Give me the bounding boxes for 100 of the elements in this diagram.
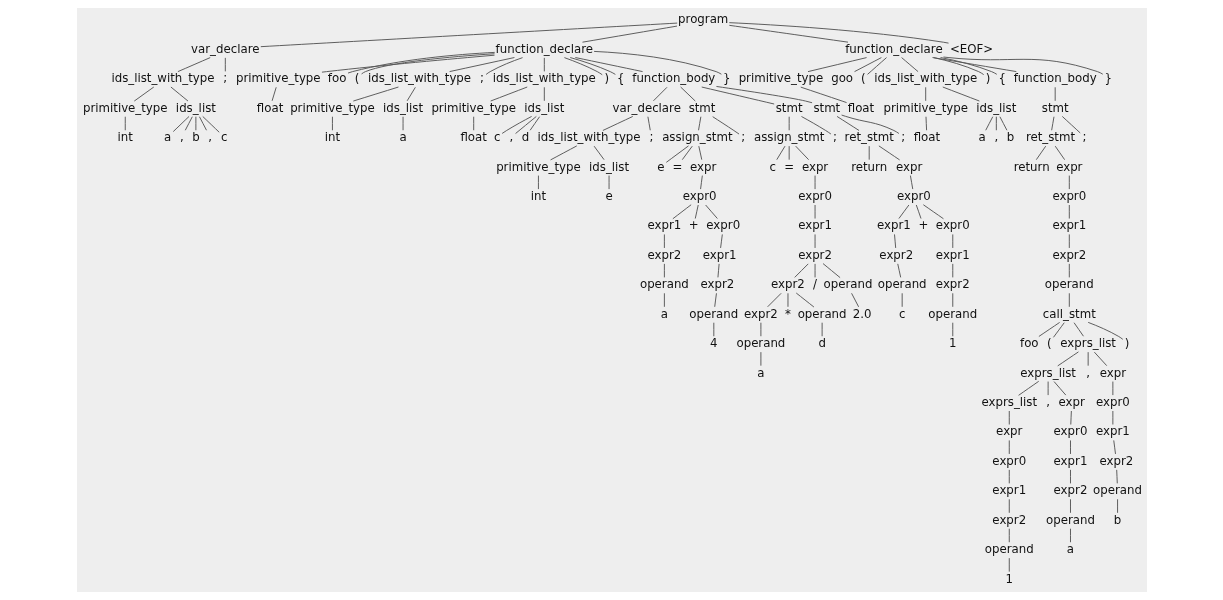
- connector: [176, 57, 211, 73]
- connector: [198, 116, 207, 131]
- connector: [472, 116, 474, 131]
- node-text: expr0: [1053, 424, 1087, 439]
- connector: [1017, 380, 1039, 396]
- node-text: ,: [1085, 365, 1090, 380]
- node-text: program: [677, 12, 728, 27]
- connector: [608, 175, 610, 190]
- connector: [814, 233, 815, 249]
- connector: [271, 86, 277, 102]
- connector: [941, 86, 980, 102]
- connector: [563, 57, 603, 76]
- node-text: expr0: [896, 188, 931, 203]
- node-text: return: [1013, 159, 1050, 174]
- connector: [822, 263, 841, 279]
- connector: [713, 292, 717, 308]
- node-text: a: [163, 130, 171, 145]
- node-text: +: [917, 218, 928, 233]
- connector: [1068, 175, 1070, 190]
- node-text: stmt: [1041, 100, 1069, 115]
- connector: [1069, 528, 1071, 543]
- node-text: (: [860, 71, 866, 86]
- connector: [896, 263, 901, 278]
- connector: [794, 145, 809, 161]
- node-text: expr1: [876, 218, 911, 233]
- connector: [788, 116, 790, 131]
- connector: [922, 204, 944, 220]
- node-text: expr2: [699, 277, 734, 292]
- node-text: primitive_type: [430, 100, 516, 115]
- connector: [360, 53, 495, 75]
- connector: [694, 204, 699, 219]
- connector: [795, 292, 814, 308]
- connector: [787, 292, 788, 308]
- connector: [679, 86, 696, 102]
- connector: [711, 116, 739, 135]
- connector: [194, 116, 196, 131]
- connector: [995, 116, 997, 131]
- connector: [1069, 410, 1072, 425]
- connector: [514, 116, 537, 134]
- connector: [224, 57, 226, 72]
- node-text: expr2: [770, 277, 805, 292]
- node-text: float: [256, 100, 283, 115]
- node-text: primitive_type: [289, 100, 375, 115]
- node-text: primitive_type: [82, 100, 168, 115]
- node-text: primitive_type: [235, 71, 321, 86]
- connector: [788, 145, 790, 161]
- connector: [663, 292, 665, 308]
- connector: [897, 204, 909, 219]
- node-text: var_declare: [190, 41, 259, 56]
- node-text: operand: [1044, 277, 1094, 292]
- node-text: =: [671, 159, 682, 174]
- node-text: foo: [1019, 336, 1039, 351]
- node-text: d: [817, 336, 826, 351]
- connector: [814, 204, 815, 219]
- connector: [939, 57, 997, 75]
- node-text: stmt: [812, 100, 840, 115]
- connector: [1115, 469, 1118, 484]
- node-text: expr0: [682, 188, 717, 203]
- node-text: float: [459, 130, 487, 145]
- connector: [900, 57, 919, 73]
- connector: [1035, 145, 1046, 161]
- node-text: function_declare: [844, 41, 943, 56]
- connector: [663, 263, 665, 278]
- node-text: expr0: [991, 453, 1026, 468]
- connector: [574, 57, 643, 73]
- node-text: operand: [1045, 512, 1095, 527]
- connector: [793, 263, 809, 278]
- node-text: expr2: [743, 306, 778, 321]
- connector: [581, 25, 677, 43]
- node-text: stmt: [688, 100, 715, 115]
- connector: [1052, 322, 1065, 338]
- connector: [1069, 498, 1071, 514]
- connector: [821, 322, 823, 337]
- node-text: expr1: [1095, 424, 1130, 439]
- connector: [352, 86, 399, 102]
- connector: [184, 116, 193, 131]
- node-text: stmt: [775, 100, 803, 115]
- connector: [1054, 86, 1056, 102]
- node-text: c: [220, 130, 227, 145]
- connector: [549, 145, 577, 161]
- node-text: expr0: [935, 218, 970, 233]
- node-text: primitive_type: [738, 71, 823, 86]
- connector: [759, 322, 761, 337]
- node-text: ;: [900, 130, 905, 145]
- connector: [1087, 351, 1089, 367]
- node-text: {: [997, 71, 1006, 86]
- node-text: expr: [689, 159, 716, 174]
- node-text: ,: [508, 130, 513, 145]
- node-text: expr1: [797, 218, 832, 233]
- node-text: expr1: [646, 218, 681, 233]
- node-text: 4: [709, 336, 718, 351]
- node-text: <EOF>: [949, 41, 993, 56]
- connector: [915, 204, 921, 219]
- node-text: {: [616, 71, 625, 86]
- connector: [840, 114, 899, 134]
- connector: [1087, 321, 1123, 340]
- node-text: ids_list: [588, 159, 629, 174]
- node-text: (: [354, 71, 359, 86]
- node-text: +: [688, 218, 699, 233]
- connector: [665, 145, 689, 163]
